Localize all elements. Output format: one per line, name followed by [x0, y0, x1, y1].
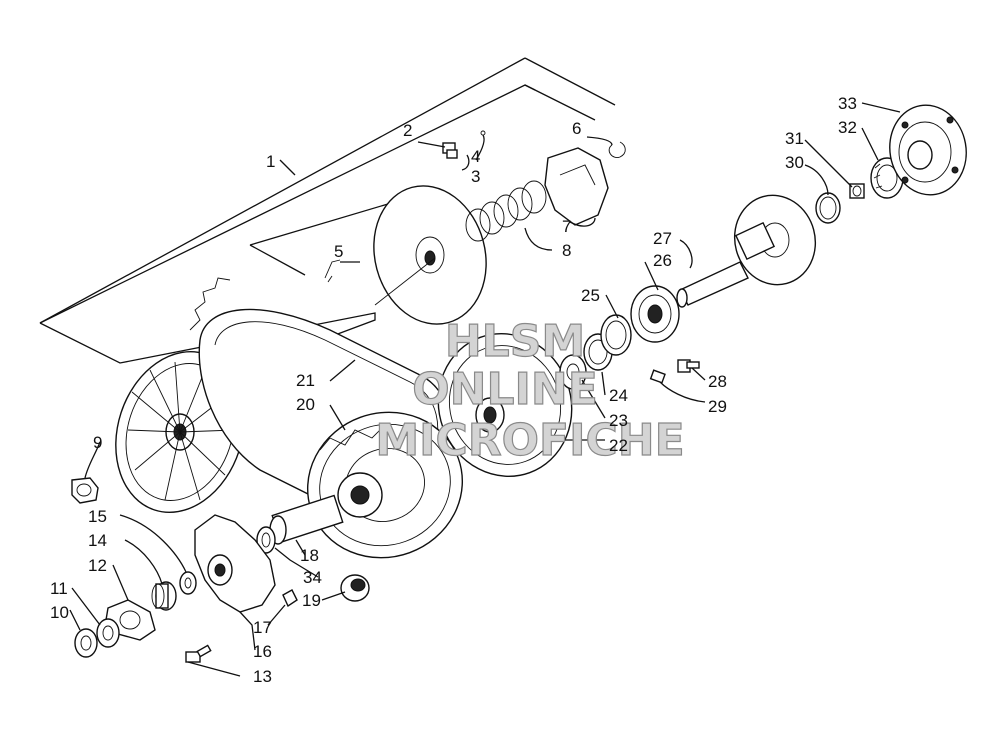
callout-30: 30: [785, 153, 804, 172]
callout-2: 2: [403, 121, 412, 140]
clip-17: [282, 589, 298, 608]
seal-11: [96, 618, 120, 648]
callout-14: 14: [88, 531, 107, 550]
callout-12: 12: [88, 556, 107, 575]
callout-23: 23: [609, 411, 628, 430]
spider-cover: [544, 147, 609, 226]
callout-34: 34: [303, 568, 322, 587]
callout-5: 5: [334, 242, 343, 261]
callout-27: 27: [653, 229, 672, 248]
watermark-line-3: MICROFICHE: [375, 415, 684, 466]
watermark-line-1: HLSM: [445, 316, 585, 367]
spacer-washer: [256, 526, 276, 554]
callout-9: 9: [93, 433, 102, 452]
pin-4: [480, 130, 486, 136]
callout-17: 17: [253, 618, 272, 637]
seal-10: [74, 628, 98, 658]
ring-25: [600, 314, 632, 356]
callout-19: 19: [302, 591, 321, 610]
callout-26: 26: [653, 251, 672, 270]
driven-clutch: [306, 411, 464, 559]
nut-29: [649, 369, 666, 384]
spring-pin-5: [324, 259, 341, 283]
callout-31: 31: [785, 129, 804, 148]
watermark-line-2: ONLINE: [412, 364, 598, 415]
callout-24: 24: [609, 386, 628, 405]
callout-20: 20: [296, 395, 315, 414]
bolt-28: [677, 359, 700, 373]
watermark: HLSM ONLINE MICROFICHE: [375, 315, 686, 466]
callout-7: 7: [562, 217, 571, 236]
callout-15: 15: [88, 507, 107, 526]
leader-lines: [69, 102, 901, 677]
callout-4: 4: [471, 147, 480, 166]
callout-10: 10: [50, 603, 69, 622]
callout-6: 6: [572, 119, 581, 138]
bushing-14: [151, 581, 177, 611]
callout-16: 16: [253, 642, 272, 661]
nut-19: [340, 574, 370, 602]
cam-plate: [194, 514, 276, 613]
drive-gear-22: [437, 332, 573, 478]
callout-labels: 1 2 3 4 5 6 7 8 9 10 11 12 13 14 15 16 1…: [50, 94, 857, 686]
nut-9: [71, 477, 99, 504]
callout-1: 1: [266, 152, 275, 171]
output-shaft-27: [676, 194, 817, 308]
callout-18: 18: [300, 546, 319, 565]
ring-6: [608, 141, 626, 158]
callout-21: 21: [296, 371, 315, 390]
callout-8: 8: [562, 241, 571, 260]
washer-15: [179, 571, 197, 595]
callout-25: 25: [581, 286, 600, 305]
assembly-bracket: [39, 57, 616, 364]
collar-31: [849, 183, 865, 199]
callout-32: 32: [838, 118, 857, 137]
screw-13: [185, 644, 212, 663]
callout-13: 13: [253, 667, 272, 686]
ring-30: [815, 192, 841, 224]
clutch-drum-33: [889, 104, 967, 196]
spring: [465, 180, 547, 242]
bearing-26: [630, 285, 680, 343]
bearing-23: [559, 354, 587, 390]
callout-22: 22: [609, 436, 628, 455]
callout-33: 33: [838, 94, 857, 113]
callout-3: 3: [471, 167, 480, 186]
fixed-sheave: [373, 185, 487, 325]
callout-29: 29: [708, 397, 727, 416]
pin-2-3: [442, 142, 458, 159]
callout-11: 11: [50, 579, 68, 598]
callout-28: 28: [708, 372, 727, 391]
